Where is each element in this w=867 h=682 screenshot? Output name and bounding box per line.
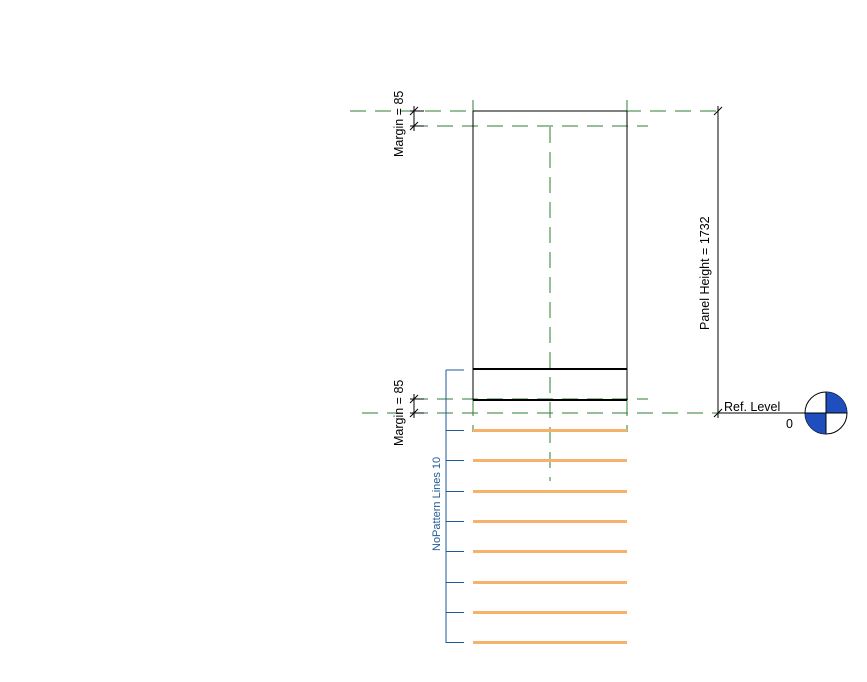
top-margin-dimension[interactable]	[409, 106, 424, 131]
bottom-margin-label: Margin = 85	[392, 380, 406, 446]
pattern-ticks	[446, 430, 464, 643]
pattern-lines	[473, 429, 627, 644]
pattern-bracket	[445, 369, 464, 643]
panel-height-tick-top	[713, 106, 723, 116]
top-margin-tick-1	[409, 106, 419, 116]
ref-level-name[interactable]: Ref. Level	[724, 400, 780, 414]
panel-geometry	[472, 110, 628, 401]
level-marker-icon[interactable]	[804, 391, 848, 435]
bottom-margin-tick-1	[409, 394, 419, 404]
pattern-label: NoPattern Lines 10	[431, 457, 443, 551]
top-margin-label: Margin = 85	[392, 91, 406, 157]
bottom-margin-dimension[interactable]	[409, 394, 424, 418]
ref-level-elevation[interactable]: 0	[786, 417, 793, 431]
top-margin-tick-2	[409, 121, 419, 131]
panel-height-label: Panel Height = 1732	[698, 216, 712, 330]
panel-height-dimension[interactable]	[713, 106, 723, 418]
bottom-margin-tick-2	[409, 408, 419, 418]
